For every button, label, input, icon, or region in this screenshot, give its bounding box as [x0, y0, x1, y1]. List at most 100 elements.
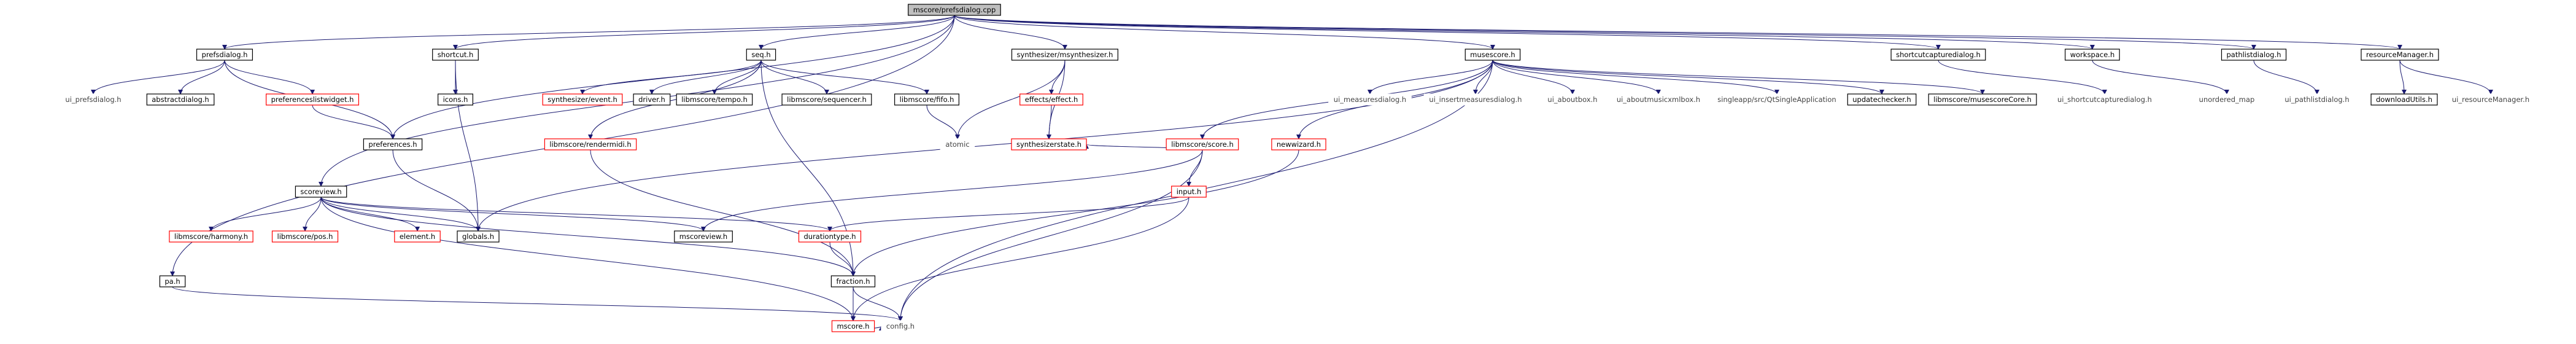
node-updatechecker_h[interactable]: updatechecker.h: [1847, 93, 1917, 106]
node-label: preferenceslistwidget.h: [271, 95, 354, 104]
node-label: fraction.h: [836, 277, 870, 286]
edge-layer: [91, 15, 2493, 332]
node-musescore_h[interactable]: musescore.h: [1464, 49, 1521, 61]
node-newwizard_h[interactable]: newwizard.h: [1271, 138, 1326, 150]
node-box: [2052, 93, 2157, 106]
node-globals_h[interactable]: globals.h: [457, 230, 500, 243]
node-icons_h[interactable]: icons.h: [437, 93, 473, 106]
node-fifo_h[interactable]: libmscore/fifo.h: [894, 93, 959, 106]
node-label: mscore/prefsdialog.cpp: [913, 6, 996, 14]
node-preferenceslistwidget_h[interactable]: preferenceslistwidget.h: [266, 93, 360, 106]
edge-msynth_h-to-effect_h: [1049, 60, 1066, 95]
node-label: synthesizer/event.h: [547, 95, 617, 104]
node-score_h[interactable]: libmscore/score.h: [1166, 138, 1239, 150]
node-label: pa.h: [164, 277, 180, 286]
edge-musescore_h-to-musescorecore_h: [1492, 60, 1985, 95]
node-ui_insertmeasuresdialog_h: ui_insertmeasuresdialog.h: [1423, 93, 1528, 106]
edge-scoreview_h-to-pos_h: [303, 197, 322, 232]
node-abstractdialog_h[interactable]: abstractdialog.h: [146, 93, 215, 106]
node-synthesizerstate_h[interactable]: synthesizerstate.h: [1011, 138, 1087, 150]
node-singleapp_h: singleapp/src/QtSingleApplication: [1712, 93, 1842, 106]
edge-seq_h-to-tempo_h: [712, 60, 762, 95]
node-label: ui_shortcutcapturedialog.h: [2057, 95, 2152, 104]
node-box: [542, 93, 623, 106]
node-box: [1611, 93, 1706, 106]
edge-input_h-to-mscore_h: [851, 197, 1189, 321]
node-box: [457, 230, 500, 243]
node-fraction_h[interactable]: fraction.h: [830, 275, 876, 287]
node-box: [2361, 49, 2439, 61]
node-shortcutcapturedialog_h[interactable]: shortcutcapturedialog.h: [1890, 49, 1986, 61]
node-label: input.h: [1177, 187, 1202, 196]
node-label: pathlistdialog.h: [2226, 50, 2281, 59]
edge-seq_h-to-synth_event_h: [580, 60, 762, 95]
node-label: globals.h: [462, 232, 494, 241]
node-pathlistdialog_h[interactable]: pathlistdialog.h: [2221, 49, 2287, 61]
node-driver_h[interactable]: driver.h: [633, 93, 671, 106]
node-box: [394, 230, 441, 243]
node-pa_h[interactable]: pa.h: [159, 275, 186, 287]
node-label: scoreview.h: [300, 187, 341, 196]
node-pos_h[interactable]: libmscore/pos.h: [271, 230, 339, 243]
node-msynth_h[interactable]: synthesizer/msynthesizer.h: [1011, 49, 1118, 61]
node-sequencer_h[interactable]: libmscore/sequencer.h: [781, 93, 872, 106]
node-input_h[interactable]: input.h: [1171, 186, 1207, 198]
node-box: [169, 230, 253, 243]
node-workspace_h[interactable]: workspace.h: [2065, 49, 2120, 61]
node-label: driver.h: [638, 95, 665, 104]
edge-scoreview_h-to-globals_h: [320, 197, 481, 232]
edge-root-to-resourcemanager_h: [954, 15, 2402, 50]
node-harmony_h[interactable]: libmscore/harmony.h: [169, 230, 253, 243]
node-durationtype_h[interactable]: durationtype.h: [798, 230, 862, 243]
node-box: [881, 320, 920, 332]
edge-prefsdialog_h-to-preferenceslistwidget_h: [224, 60, 315, 95]
node-label: shortcutcapturedialog.h: [1896, 50, 1981, 59]
edge-resourcemanager_h-to-ui_resourcemanager_h: [2399, 60, 2493, 95]
edge-pathlistdialog_h-to-ui_pathlistdialog_h: [2253, 60, 2319, 95]
edge-root-to-workspace_h: [954, 15, 2095, 50]
node-unordered_map: unordered_map: [2194, 93, 2260, 106]
node-box: [2370, 93, 2438, 106]
edge-score_h-to-mscoreview_h: [701, 149, 1203, 232]
node-label: ui_pathlistdialog.h: [2284, 95, 2349, 104]
node-box: [633, 93, 671, 106]
edge-prefsdialog_h-to-ui_prefsdialog_h: [91, 60, 225, 95]
edge-scoreview_h-to-harmony_h: [209, 197, 322, 232]
edge-resourcemanager_h-to-downloadutils_h: [2399, 60, 2407, 95]
node-box: [1011, 138, 1087, 150]
node-rendermidi_h[interactable]: libmscore/rendermidi.h: [544, 138, 637, 150]
node-prefsdialog_h[interactable]: prefsdialog.h: [196, 49, 253, 61]
node-shortcut_h[interactable]: shortcut.h: [432, 49, 479, 61]
node-effect_h[interactable]: effects/effect.h: [1019, 93, 1083, 106]
node-label: libmscore/sequencer.h: [787, 95, 867, 104]
node-scoreview_h[interactable]: scoreview.h: [295, 186, 347, 198]
node-box: [2065, 49, 2120, 61]
edge-msynth_h-to-atomic: [955, 60, 1066, 139]
edge-musescore_h-to-updatechecker_h: [1492, 60, 1884, 95]
edge-preferences_h-to-globals_h: [392, 149, 481, 232]
edge-scoreview_h-to-mscoreview_h: [320, 197, 706, 232]
node-label: libmscore/score.h: [1171, 140, 1234, 149]
node-mscoreview_h[interactable]: mscoreview.h: [674, 230, 733, 243]
node-label: libmscore/fifo.h: [900, 95, 954, 104]
edge-effect_h-to-synthesizerstate_h: [1046, 104, 1052, 139]
node-downloadutils_h[interactable]: downloadUtils.h: [2370, 93, 2438, 106]
edge-root-to-shortcutcapturedialog_h: [954, 15, 1941, 50]
node-musescorecore_h[interactable]: libmscore/musescoreCore.h: [1928, 93, 2037, 106]
edge-seq_h-to-fraction_h: [760, 60, 856, 276]
edge-seq_h-to-driver_h: [649, 60, 762, 95]
node-tempo_h[interactable]: libmscore/tempo.h: [676, 93, 753, 106]
node-root[interactable]: mscore/prefsdialog.cpp: [908, 4, 1001, 16]
edge-scoreview_h-to-durationtype_h: [320, 197, 832, 232]
node-synth_event_h[interactable]: synthesizer/event.h: [542, 93, 623, 106]
edge-durationtype_h-to-fraction_h: [829, 241, 856, 276]
node-resourcemanager_h[interactable]: resourceManager.h: [2361, 49, 2439, 61]
node-box: [1712, 93, 1842, 106]
edge-root-to-msynth_h: [954, 15, 1067, 50]
node-element_h[interactable]: element.h: [394, 230, 441, 243]
node-preferences_h[interactable]: preferences.h: [363, 138, 423, 150]
node-seq_h[interactable]: seq.h: [746, 49, 776, 61]
node-box: [2279, 93, 2355, 106]
node-label: icons.h: [443, 95, 468, 104]
node-mscore_h[interactable]: mscore.h: [831, 320, 875, 332]
